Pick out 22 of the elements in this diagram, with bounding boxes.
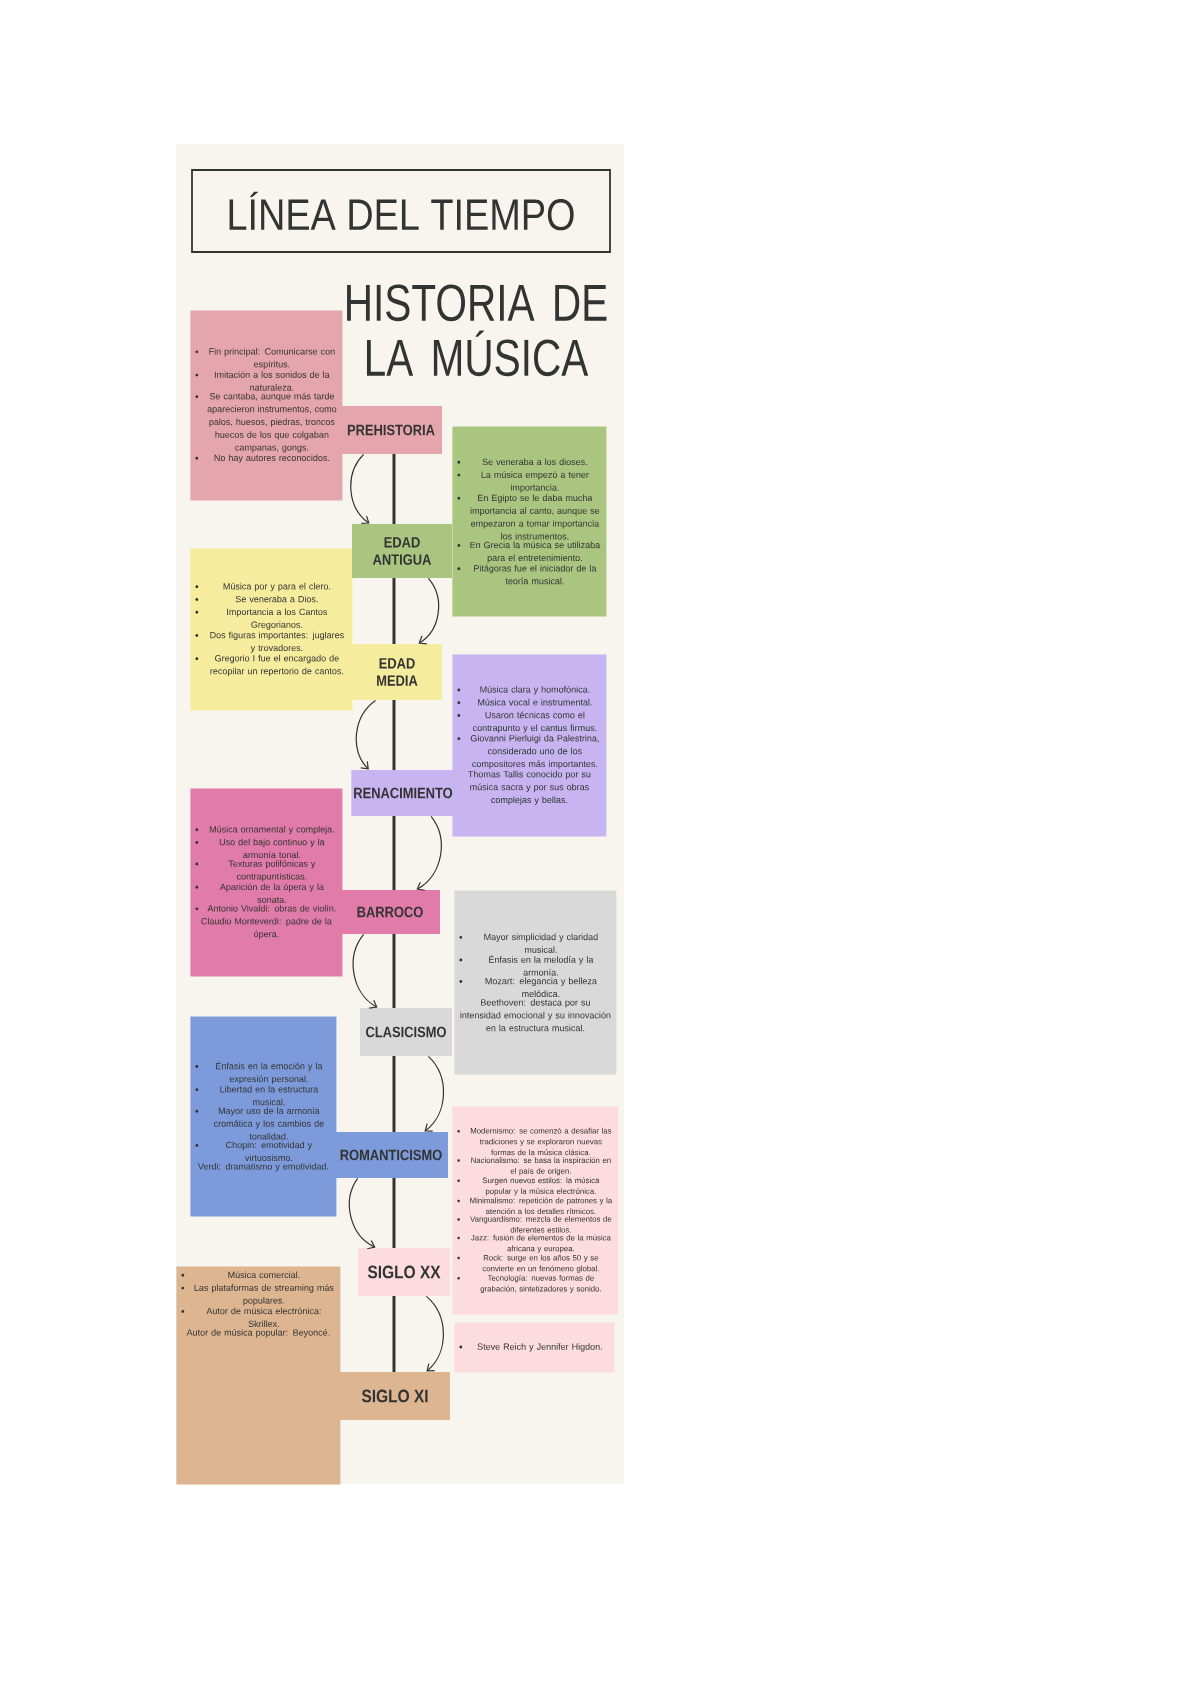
arrow <box>355 699 377 770</box>
arrow <box>348 1177 376 1250</box>
era-label: SIGLO XX <box>358 1248 450 1296</box>
note-card <box>176 1266 341 1485</box>
arrow <box>416 815 442 891</box>
arrow <box>352 933 378 1009</box>
arrow <box>418 577 440 645</box>
arrow <box>424 1055 445 1132</box>
note-card <box>454 1322 615 1373</box>
note-card <box>190 548 353 711</box>
note-card <box>452 1106 619 1315</box>
title-box: LÍNEA DEL TIEMPO <box>191 169 611 253</box>
era-label: SIGLO XI <box>340 1372 450 1420</box>
note-card <box>190 1016 337 1217</box>
note-card <box>190 788 343 977</box>
arrow <box>425 1295 444 1372</box>
arrow <box>350 453 370 524</box>
note-card <box>452 654 607 837</box>
note-card <box>190 310 343 501</box>
note-card <box>452 426 607 617</box>
heading: HISTORIA DE LA MÚSICA <box>347 284 607 377</box>
note-card <box>454 890 617 1075</box>
